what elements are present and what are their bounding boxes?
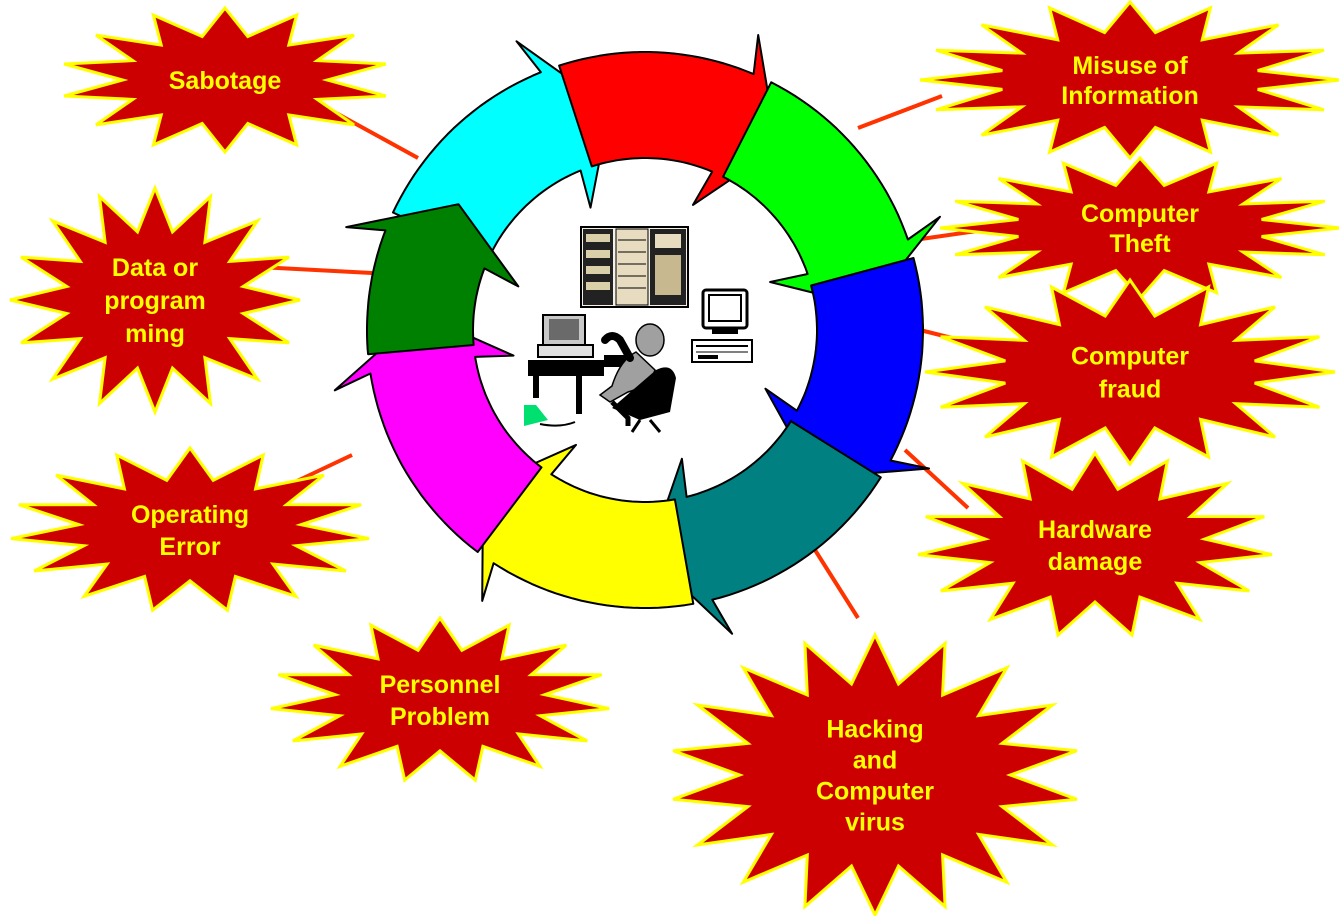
burst-label-personnel-1: Personnel	[380, 671, 501, 699]
burst-shape-fraud	[924, 277, 1336, 467]
threat-burst-hardware: Hardware damage	[917, 450, 1273, 638]
person-at-desk-icon	[598, 323, 676, 433]
burst-shape-theft	[939, 155, 1339, 301]
burst-label-operating-1: Operating	[131, 501, 249, 529]
burst-label-misuse-2: Information	[1061, 82, 1199, 110]
threat-burst-sabotage: Sabotage	[63, 5, 387, 155]
cycle-ring	[333, 34, 941, 635]
burst-label-hacking-1: Hacking	[826, 715, 923, 743]
workstation-computer-icon	[691, 288, 753, 363]
burst-label-hacking-3: Computer	[816, 777, 934, 805]
center-illustration	[524, 226, 753, 433]
burst-shape-misuse	[919, 0, 1339, 161]
burst-shape-personnel	[270, 615, 610, 783]
burst-label-fraud-1: Computer	[1071, 342, 1189, 370]
burst-label-hardware-1: Hardware	[1038, 516, 1152, 544]
burst-label-sabotage-1: Sabotage	[169, 67, 282, 95]
burst-shape-operating	[10, 445, 370, 613]
connector-hacking	[813, 548, 860, 620]
burst-label-misuse-1: Misuse of	[1072, 52, 1188, 80]
burst-label-hardware-2: damage	[1048, 548, 1143, 576]
burst-shape-data	[9, 183, 301, 417]
burst-shape-hacking	[672, 631, 1078, 916]
burst-label-hacking-4: virus	[845, 808, 905, 836]
connector-hardware	[903, 448, 970, 510]
burst-label-theft-1: Computer	[1081, 200, 1199, 228]
burst-label-theft-2: Theft	[1109, 230, 1171, 258]
burst-label-data-2: program	[104, 287, 205, 315]
burst-label-fraud-2: fraud	[1099, 375, 1162, 403]
burst-label-personnel-2: Problem	[390, 703, 490, 731]
desktop-computer-icon	[524, 314, 630, 427]
burst-label-operating-2: Error	[159, 533, 220, 561]
server-rack-icon	[580, 226, 689, 308]
threat-burst-fraud: Computer fraud	[924, 277, 1336, 467]
burst-shape-sabotage	[63, 5, 387, 155]
burst-label-hacking-2: and	[853, 746, 897, 774]
burst-shape-hardware	[917, 450, 1273, 638]
cycle-arrow-darkgreen	[345, 203, 520, 356]
burst-label-data-3: ming	[125, 320, 185, 348]
burst-label-data-1: Data or	[112, 254, 198, 282]
connector-misuse	[857, 94, 943, 130]
threat-burst-data: Data or program ming	[9, 183, 301, 417]
